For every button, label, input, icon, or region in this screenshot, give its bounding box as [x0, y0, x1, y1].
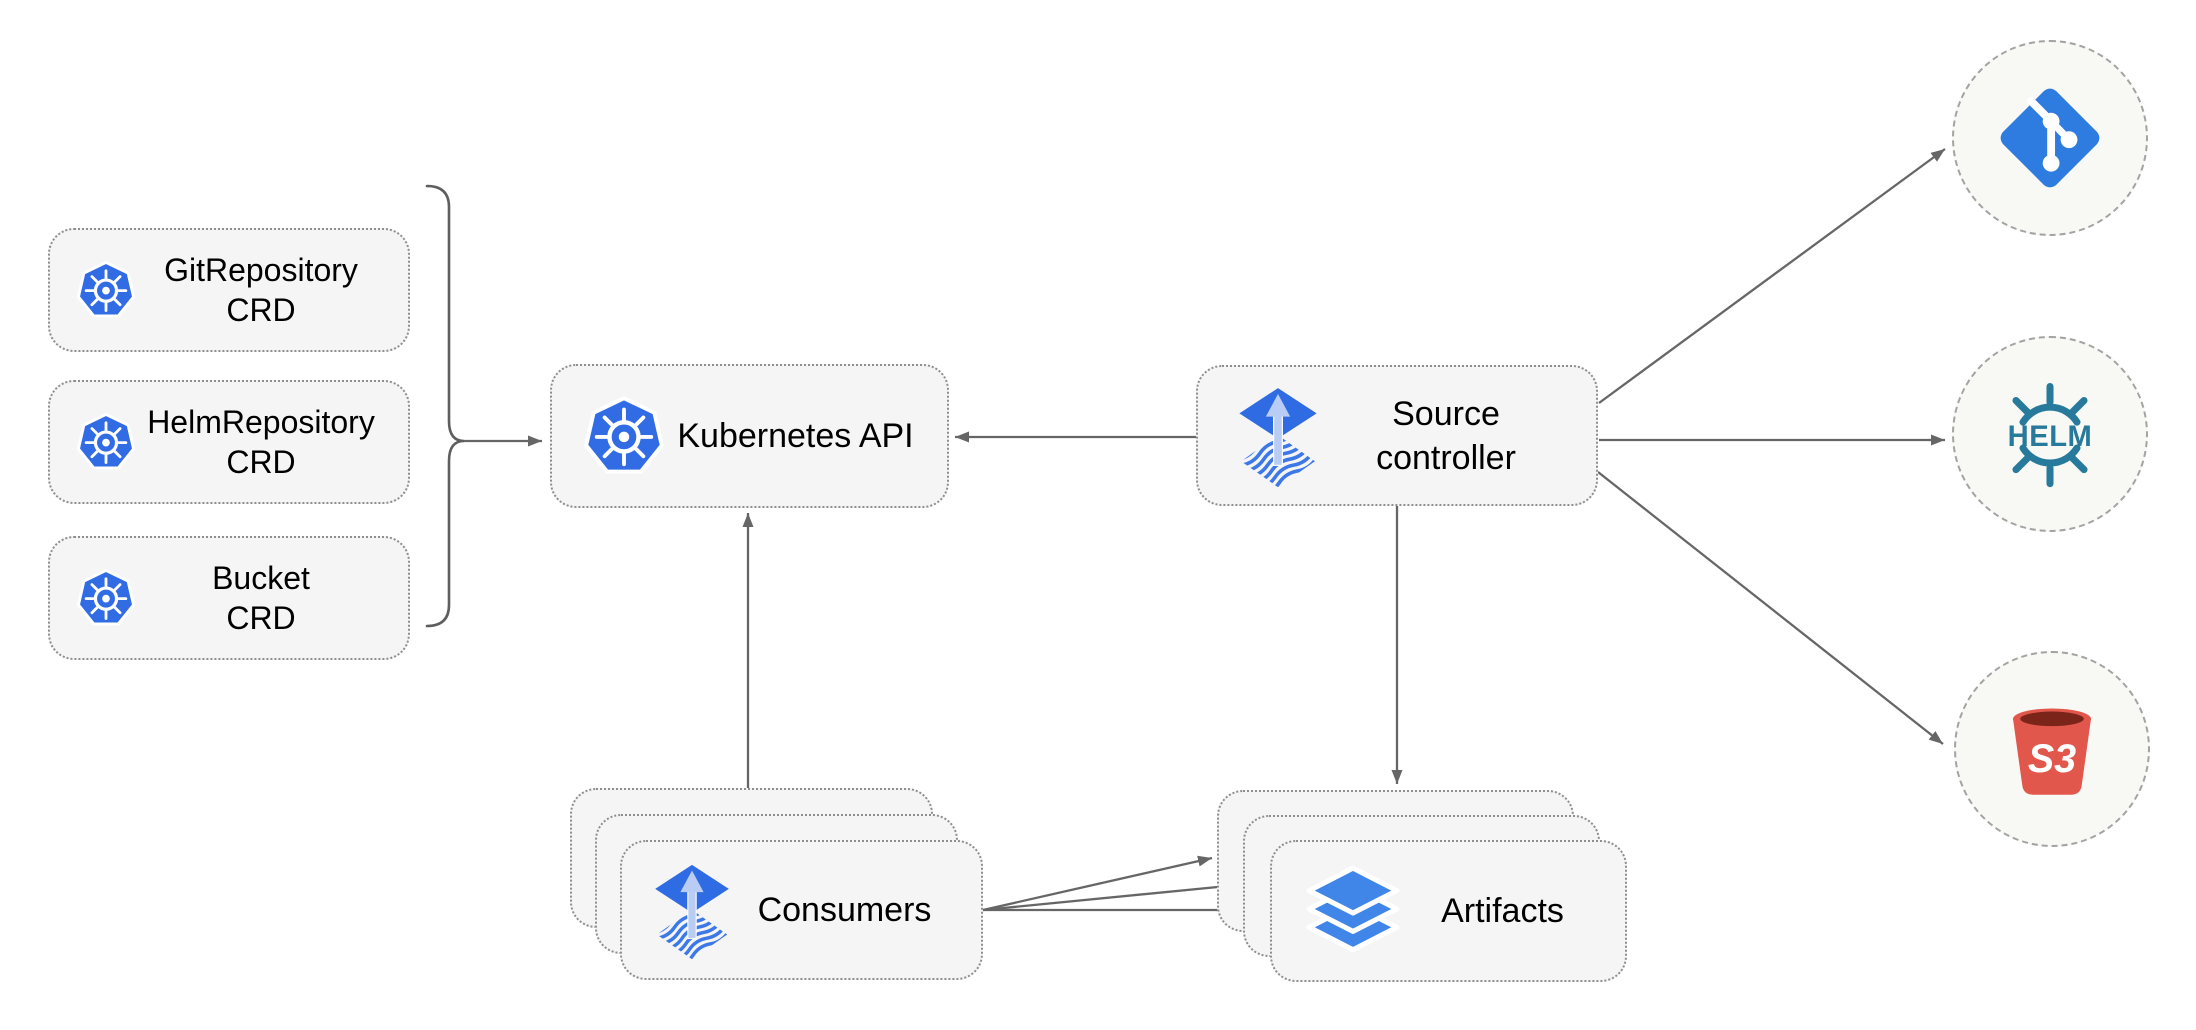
- arrow-source-controller-to-git: [1598, 148, 1946, 404]
- s3-label: S3: [2028, 737, 2076, 781]
- kubernetes-api-label: Kubernetes API: [677, 416, 914, 455]
- kubernetes-icon: [74, 258, 138, 322]
- s3-icon: S3: [2000, 697, 2104, 801]
- node-helmrepository-crd: HelmRepository CRD: [48, 380, 410, 504]
- arrow-source-controller-to-s3: [1597, 471, 1944, 745]
- kubernetes-icon: [74, 566, 138, 630]
- flux-icon: [1236, 383, 1320, 489]
- source-controller-label-line1: Source: [1392, 394, 1500, 433]
- external-s3-circle: S3: [1954, 651, 2150, 847]
- crd-label-line2: CRD: [226, 292, 296, 328]
- external-git-circle: [1952, 40, 2148, 236]
- helm-label: HELM: [2008, 421, 2093, 453]
- node-artifacts: Artifacts: [1270, 840, 1627, 982]
- source-controller-label-line2: controller: [1376, 438, 1516, 477]
- crd-label-line1: Bucket: [212, 560, 310, 596]
- external-helm-circle: HELM: [1952, 336, 2148, 532]
- flux-icon: [652, 860, 732, 961]
- crd-label-line2: CRD: [226, 444, 296, 480]
- crd-label-line1: HelmRepository: [147, 404, 375, 440]
- node-kubernetes-api: Kubernetes API: [550, 364, 949, 508]
- kubernetes-icon: [580, 392, 668, 480]
- helm-icon: HELM: [1996, 380, 2104, 488]
- kubernetes-icon: [74, 410, 138, 474]
- crd-label-line2: CRD: [226, 600, 296, 636]
- arrow-consumers-to-artifacts-2: [982, 880, 1239, 912]
- node-consumers: Consumers: [620, 840, 983, 980]
- node-label: Bucket CRD: [138, 558, 384, 638]
- node-source-controller: Source controller: [1196, 365, 1598, 506]
- node-label: HelmRepository CRD: [138, 402, 384, 482]
- artifacts-label: Artifacts: [1441, 891, 1564, 930]
- node-label: Source controller: [1320, 392, 1572, 480]
- git-icon: [1994, 82, 2106, 194]
- consumers-label: Consumers: [757, 890, 932, 929]
- node-label: GitRepository CRD: [138, 250, 384, 330]
- node-bucket-crd: Bucket CRD: [48, 536, 410, 660]
- crd-label-line1: GitRepository: [164, 252, 358, 288]
- node-gitrepository-crd: GitRepository CRD: [48, 228, 410, 352]
- layers-icon: [1302, 860, 1404, 962]
- crd-group-brace: [425, 184, 465, 628]
- arrow-consumers-to-artifacts-1: [982, 855, 1213, 912]
